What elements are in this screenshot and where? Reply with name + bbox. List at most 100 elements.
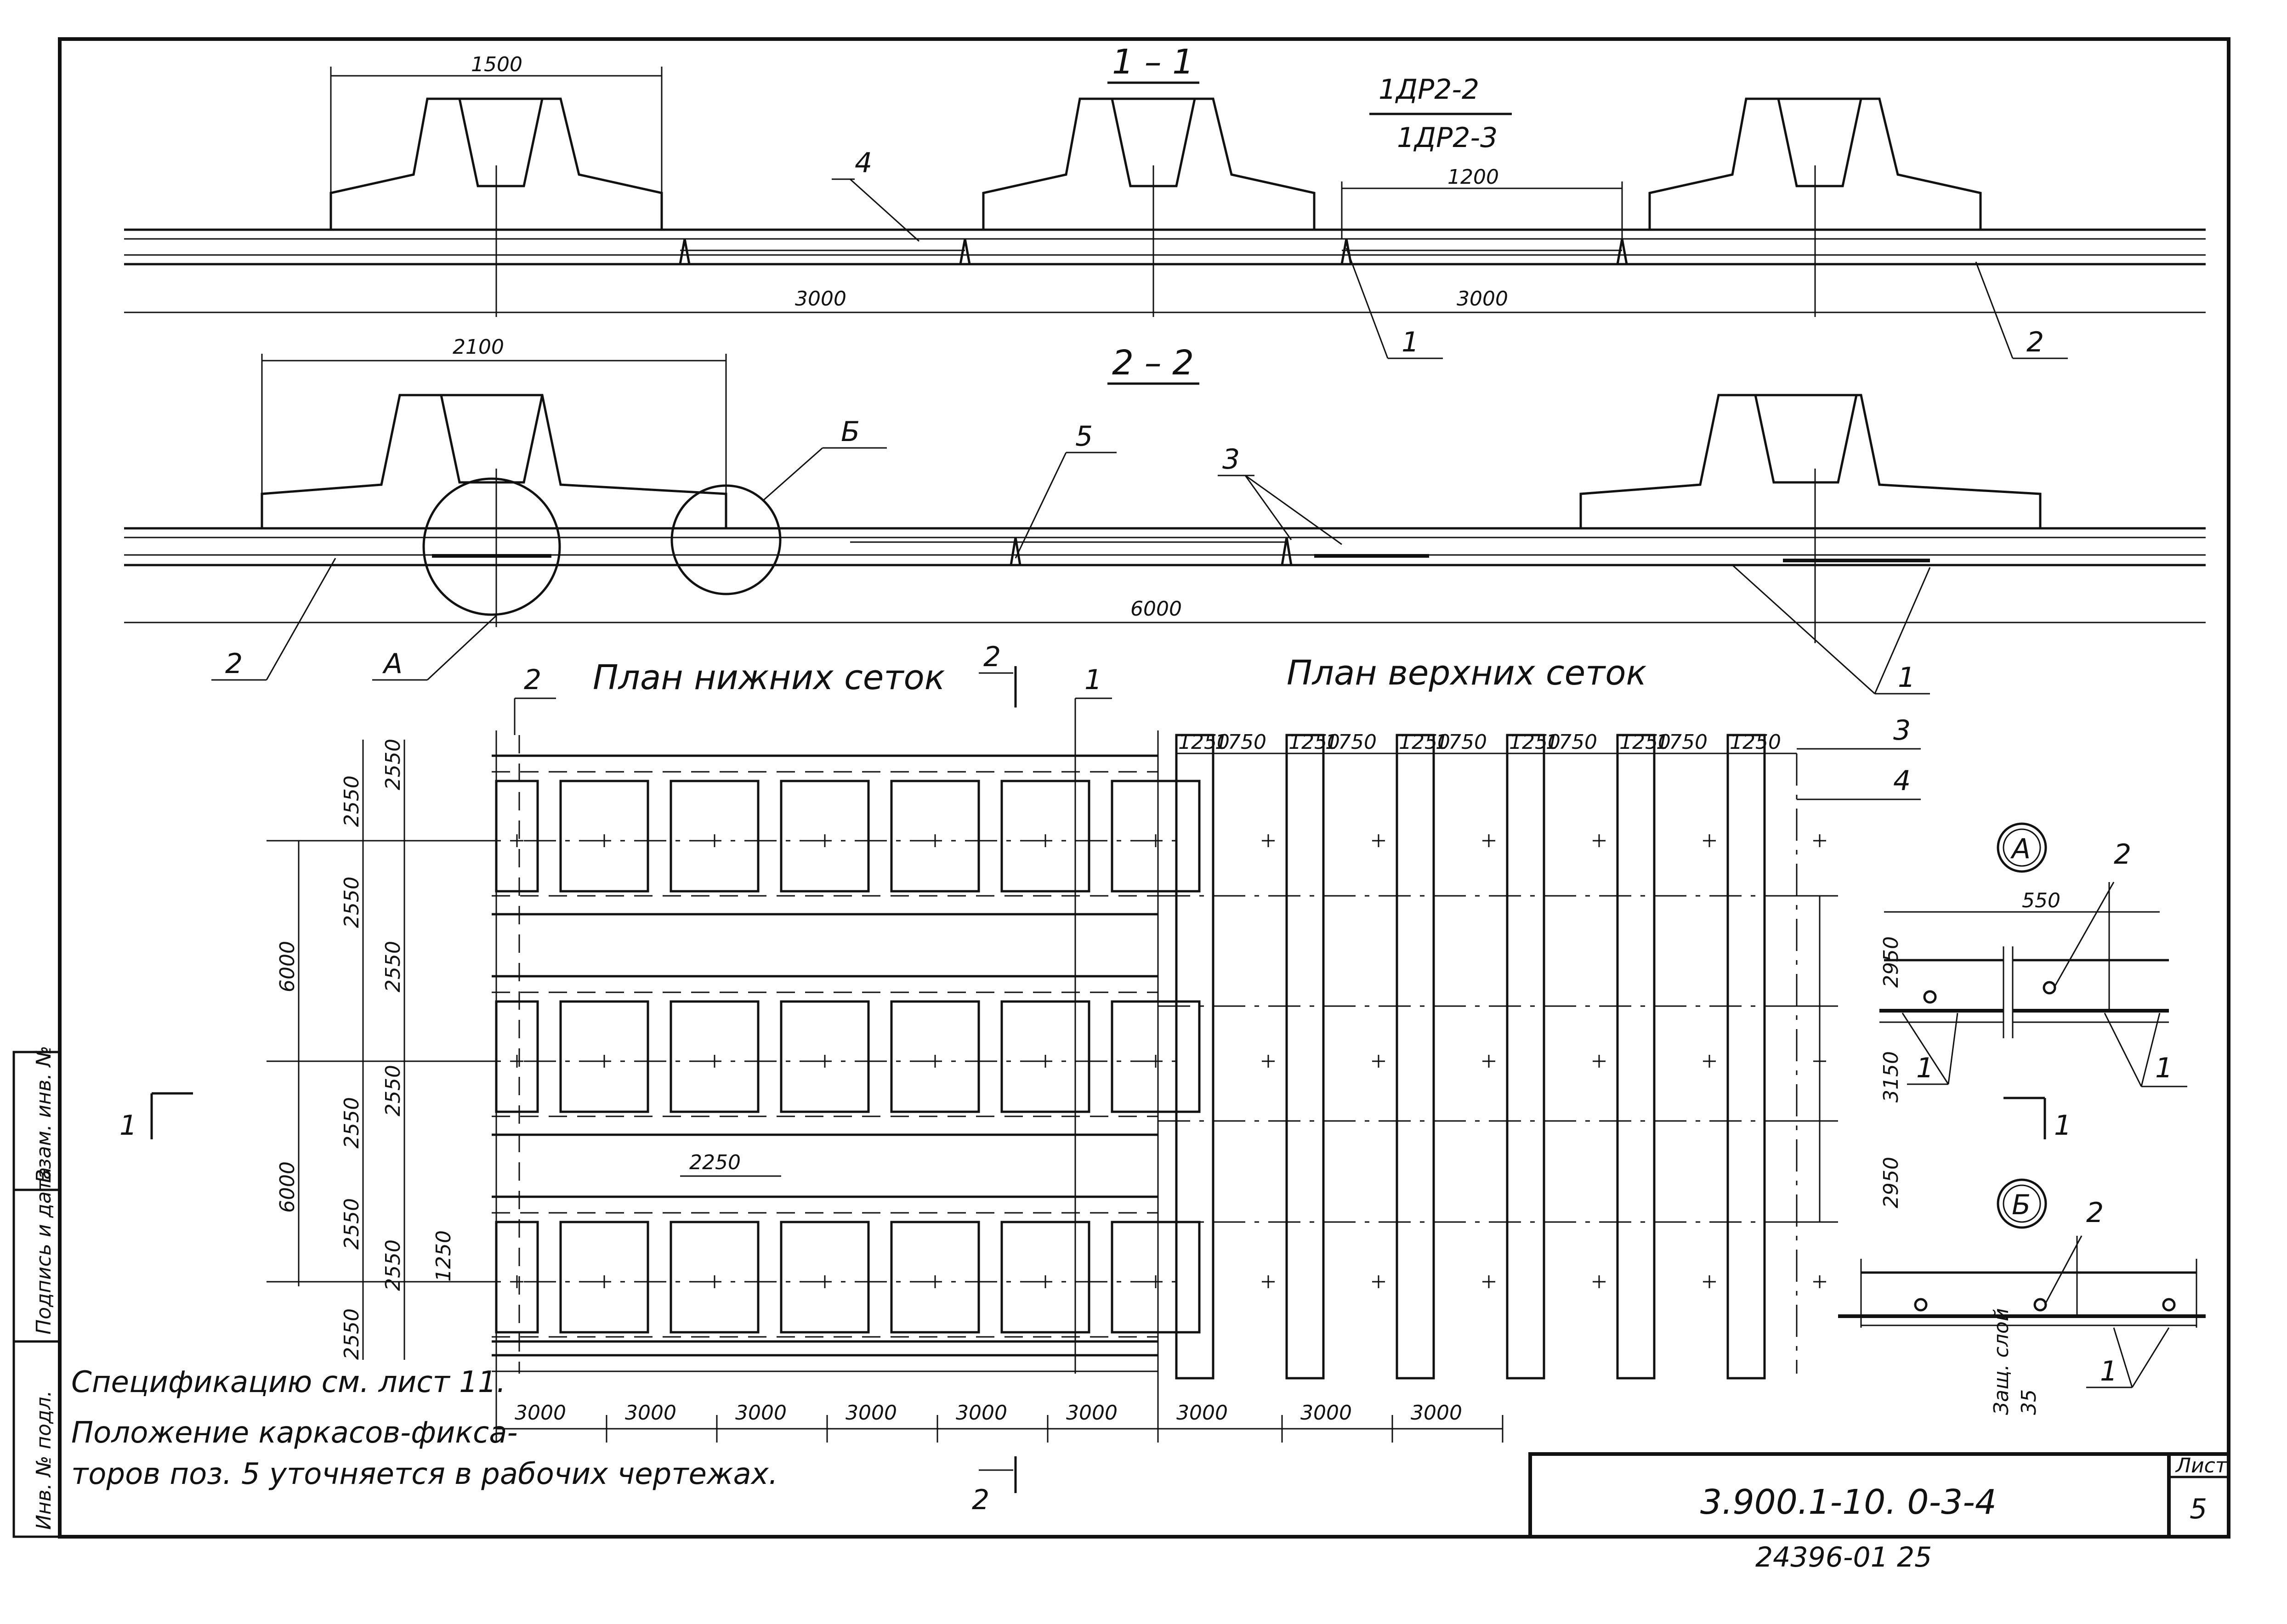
upper-dim-10: 1250 — [1730, 730, 1781, 754]
upper-strip-4 — [1616, 734, 1656, 1380]
section-1-1: 1500 1200 3000 3000 1 – 1 1ДР2-2 1ДР2-3 … — [124, 42, 2206, 359]
detail-b-callout-2: 2 — [2086, 1197, 2104, 1229]
svg-text:2550: 2550 — [381, 1239, 405, 1291]
dim-3000-a: 3000 — [795, 287, 846, 311]
note-fixators-2: торов поз. 5 уточняется в рабочих чертеж… — [71, 1457, 778, 1491]
foundation-block-2 — [982, 97, 1316, 231]
bottom-dim-0: 3000 — [515, 1401, 566, 1425]
detail-circle-a — [422, 477, 561, 616]
detail-a-callout-1a: 1 — [1916, 1052, 1934, 1084]
bottom-dim-3: 3000 — [846, 1401, 897, 1425]
upper-strip-1 — [1285, 734, 1325, 1380]
mesh-cell-1-2 — [670, 1000, 760, 1113]
callout-2-a: 2 — [2026, 326, 2044, 358]
mesh-cell-2-1 — [559, 1221, 649, 1334]
callout-1-plan: 1 — [1084, 664, 1102, 696]
section-marker-2-bottom: 2 — [972, 1456, 1017, 1516]
svg-text:2550: 2550 — [381, 1065, 405, 1116]
dim-6000-v1: 6000 — [276, 941, 299, 992]
detail-b-callout-1: 1 — [2100, 1355, 2117, 1387]
mesh-cell-2-2 — [670, 1221, 760, 1334]
detail-b: Б 2 1 Защ. слой 35 — [1838, 1178, 2206, 1415]
callout-a: А — [382, 648, 403, 680]
callout-4-plan: 4 — [1893, 765, 1911, 797]
upper-dim-2: 1250 — [1288, 730, 1340, 754]
foundation-block-5 — [1579, 394, 2042, 530]
mesh-cell-0-4 — [890, 780, 980, 893]
plan-right-dims: 2950 3150 2950 — [1797, 895, 1903, 1223]
section-title-1-1: 1 – 1 — [1112, 42, 1194, 82]
callout-1-a: 1 — [1402, 326, 1419, 358]
upper-dim-9: 1750 — [1656, 730, 1708, 754]
side-stamp: Инв. № подл. Подпись и дата Взам. инв. № — [12, 1046, 61, 1538]
drawing-code: 3.900.1-10. 0-3-4 — [1700, 1483, 1997, 1522]
dim-6000-v2: 6000 — [276, 1161, 299, 1213]
callout-5: 5 — [1075, 420, 1093, 453]
dim-1500: 1500 — [471, 53, 522, 76]
svg-text:2550: 2550 — [340, 877, 363, 928]
callout-2-plan: 2 — [524, 664, 541, 696]
mesh-cell-1-4 — [890, 1000, 980, 1113]
dim-2250: 2250 — [689, 1151, 741, 1174]
callout-1-b: 1 — [1898, 662, 1915, 694]
dim-3150: 3150 — [1879, 1051, 1903, 1103]
plan-lower-title: План нижних сеток — [593, 658, 945, 697]
upper-dim-8: 1250 — [1619, 730, 1671, 754]
upper-dim-4: 1250 — [1399, 730, 1450, 754]
mesh-cell-2-3 — [780, 1221, 870, 1334]
side-stamp-sign: Подпись и дата — [32, 1167, 56, 1335]
plan-upper-meshes — [1158, 734, 1826, 1380]
dim-550: 550 — [2022, 889, 2060, 912]
mesh-cell-2-4 — [890, 1221, 980, 1334]
bottom-dim-6: 3000 — [1176, 1401, 1228, 1425]
detail-a-callout-2: 2 — [2114, 838, 2131, 871]
plan-lower-meshes — [469, 730, 1201, 1433]
bottom-dim-2: 3000 — [735, 1401, 787, 1425]
upper-strip-5 — [1726, 734, 1766, 1380]
side-stamp-inv: Инв. № подл. — [32, 1390, 56, 1530]
svg-text:2550: 2550 — [340, 1198, 363, 1250]
detail-circle-b — [670, 484, 782, 595]
mesh-cell-0-5 — [1000, 780, 1090, 893]
mesh-cell-1-3 — [780, 1000, 870, 1113]
plan-left-dims: 6000 6000 2550 2550 2550 2550 2550 2550 … — [267, 739, 501, 1360]
bottom-dim-5: 3000 — [1066, 1401, 1118, 1425]
callout-3-plan: 3 — [1893, 714, 1911, 747]
mesh-cell-1-1 — [559, 1000, 649, 1113]
svg-text:2: 2 — [972, 1484, 989, 1516]
bottom-dim-8: 3000 — [1411, 1401, 1462, 1425]
callout-4: 4 — [855, 147, 872, 179]
section-marker-2-top: 2 — [979, 641, 1017, 707]
foundation-block-3 — [1648, 97, 1982, 231]
upper-dim-3: 1750 — [1325, 730, 1377, 754]
detail-a-callout-1b: 1 — [2155, 1052, 2173, 1084]
upper-strip-2 — [1396, 734, 1435, 1380]
inventory-number: 24396-01 25 — [1755, 1541, 1932, 1573]
foundation-block-4 — [261, 394, 727, 530]
svg-text:1: 1 — [2054, 1109, 2071, 1142]
section-marker-1-left: 1 — [119, 1092, 193, 1142]
svg-text:2550: 2550 — [340, 1308, 363, 1360]
svg-text:2550: 2550 — [340, 1097, 363, 1149]
mesh-cell-0-2 — [670, 780, 760, 893]
mesh-cell-0-1 — [559, 780, 649, 893]
svg-text:2550: 2550 — [340, 775, 363, 827]
protective-layer-35: 35 — [2017, 1389, 2041, 1415]
mesh-cell-0-3 — [780, 780, 870, 893]
upper-dim-6: 1250 — [1509, 730, 1561, 754]
upper-dim-1: 1750 — [1215, 730, 1266, 754]
section-title-2-2: 2 – 2 — [1112, 343, 1194, 383]
foundation-block-1 — [329, 97, 663, 231]
sheet-frame — [58, 37, 2230, 1539]
bottom-dim-4: 3000 — [956, 1401, 1007, 1425]
mesh-cell-2-6 — [1111, 1221, 1201, 1334]
mark-1dr2-2: 1ДР2-2 — [1379, 74, 1479, 106]
detail-a-label: А — [2010, 833, 2031, 865]
bottom-dim-7: 3000 — [1300, 1401, 1352, 1425]
mark-1dr2-3: 1ДР2-3 — [1397, 122, 1498, 154]
title-block: 3.900.1-10. 0-3-4 Лист 5 24396-01 25 — [1528, 1452, 2230, 1573]
upper-strip-0 — [1175, 734, 1214, 1380]
